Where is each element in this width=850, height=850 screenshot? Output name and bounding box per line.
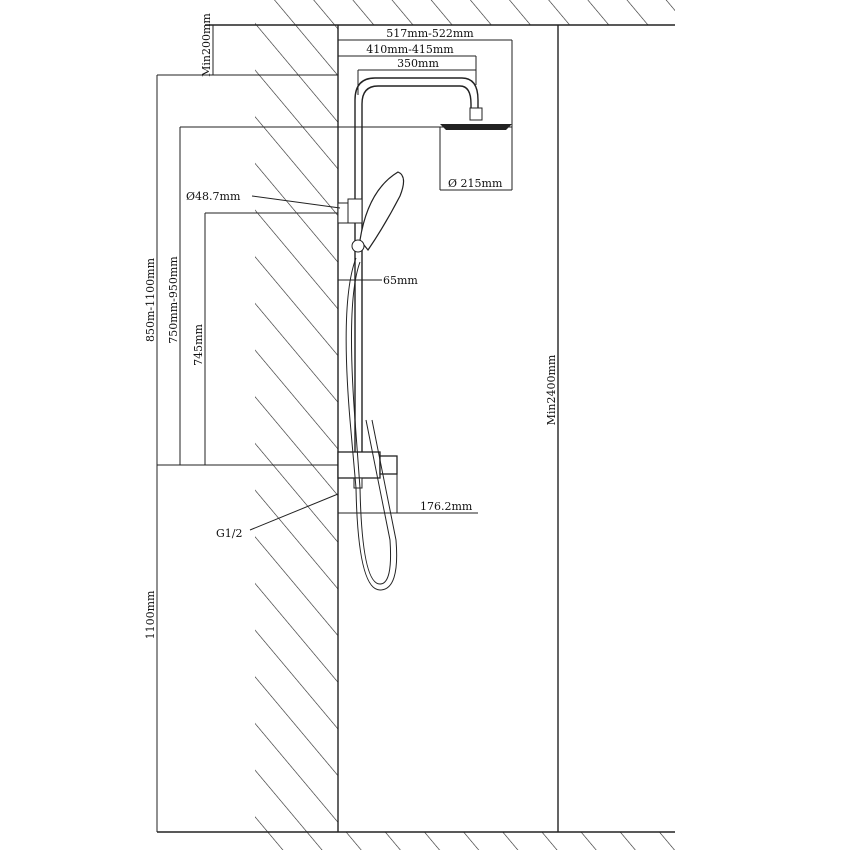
overall-width-label: 517mm-522mm <box>386 27 474 40</box>
head-height-label: 750mm-950mm <box>167 256 180 344</box>
room-height-label: Min2400mm <box>545 354 558 425</box>
slider-knob <box>351 239 365 253</box>
wall-hatch <box>255 25 338 832</box>
bracket-height-label: 745mm <box>192 324 205 366</box>
bracket-clamp <box>347 198 363 224</box>
outlet-height-label: 850m-1100mm <box>144 257 157 342</box>
wall-bracket <box>337 202 349 224</box>
floor-hatch <box>255 832 675 850</box>
ceiling-hatch <box>255 0 675 25</box>
shower-hose <box>345 257 398 591</box>
arm-length-label: 350mm <box>397 57 439 70</box>
riser-pipe <box>354 77 479 455</box>
hand-shower <box>359 171 405 252</box>
riser-pipe-inner <box>361 85 472 455</box>
valve-handle <box>379 455 398 475</box>
valve-depth-label: 176.2mm <box>420 500 473 513</box>
arm-reach-label: 410mm-415mm <box>366 43 454 56</box>
rain-showerhead <box>440 124 512 130</box>
hose-outlet <box>353 477 363 489</box>
rail-offset-label: 65mm <box>383 274 418 287</box>
inlet-leader <box>249 493 339 531</box>
bracket-leader <box>251 195 341 209</box>
head-diameter-label: Ø 215mm <box>448 177 503 190</box>
inlet-thread-label: G1/2 <box>216 527 243 540</box>
min200-label: Min200mm <box>200 13 213 77</box>
valve-height-label: 1100mm <box>144 590 157 639</box>
bracket-diameter-label: Ø48.7mm <box>186 190 241 203</box>
shower-hose-inner <box>350 261 391 585</box>
shower-arm-nut <box>469 107 483 121</box>
